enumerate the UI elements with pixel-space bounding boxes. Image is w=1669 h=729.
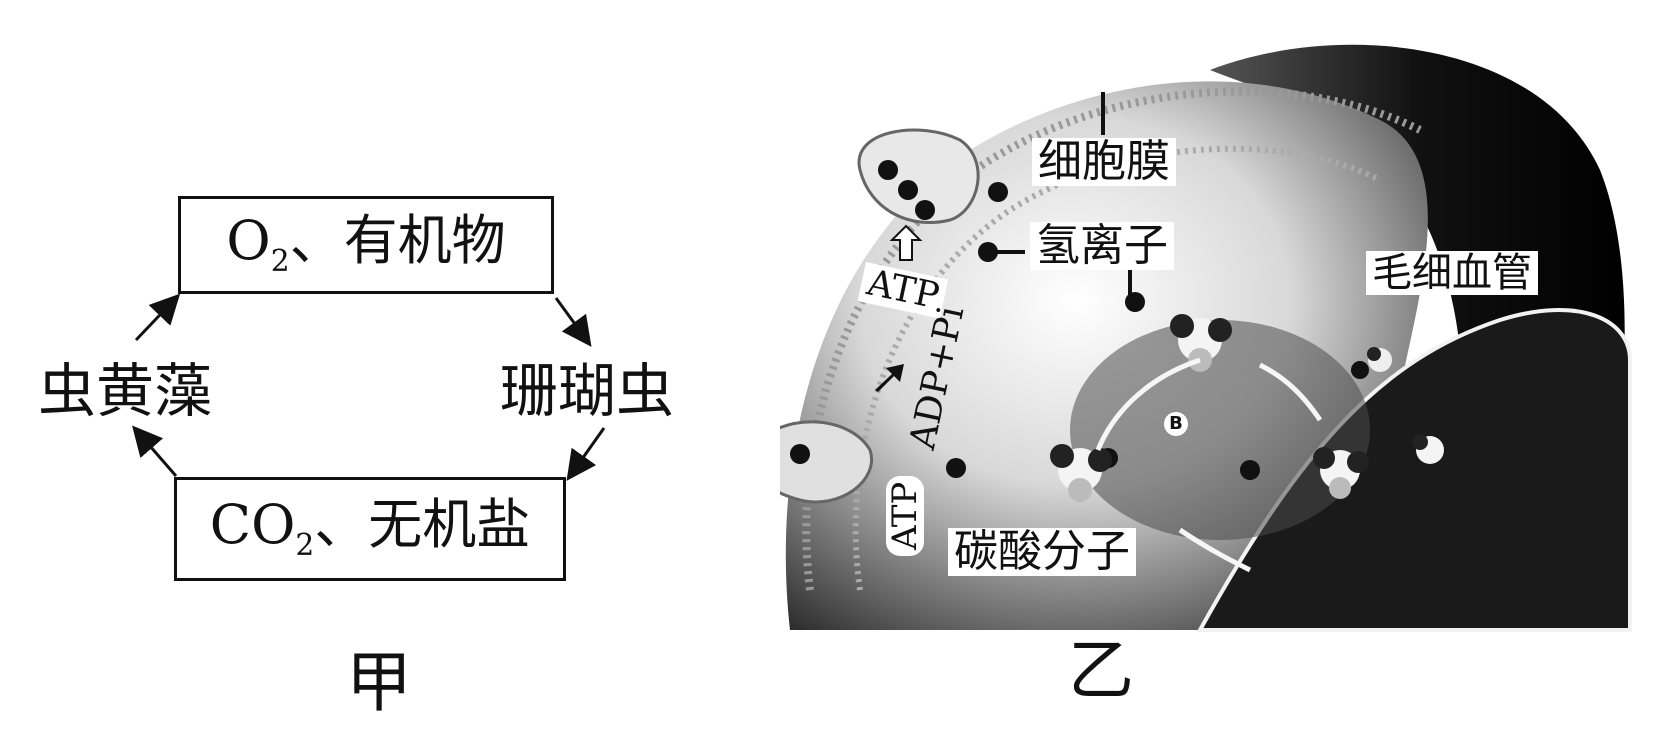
cycle-arrows	[0, 0, 760, 729]
label-cell-membrane: 细胞膜	[1032, 138, 1176, 186]
arrow-top-right	[556, 298, 588, 342]
cell-illustration	[780, 30, 1650, 650]
arrow-left-up	[136, 298, 176, 340]
arrow-bottom-left	[136, 430, 176, 476]
caption-b: 乙	[1068, 638, 1134, 704]
label-marker-b: B	[1164, 412, 1188, 436]
label-atp-bottom: ATP	[886, 476, 924, 556]
label-carbonic-acid: 碳酸分子	[948, 528, 1136, 576]
interior-shadow	[1070, 320, 1370, 540]
label-hydrogen-ion: 氢离子	[1030, 222, 1174, 270]
caption-a: 甲	[346, 650, 412, 716]
arrow-right-down	[570, 428, 604, 476]
label-capillary: 毛细血管	[1366, 251, 1538, 295]
